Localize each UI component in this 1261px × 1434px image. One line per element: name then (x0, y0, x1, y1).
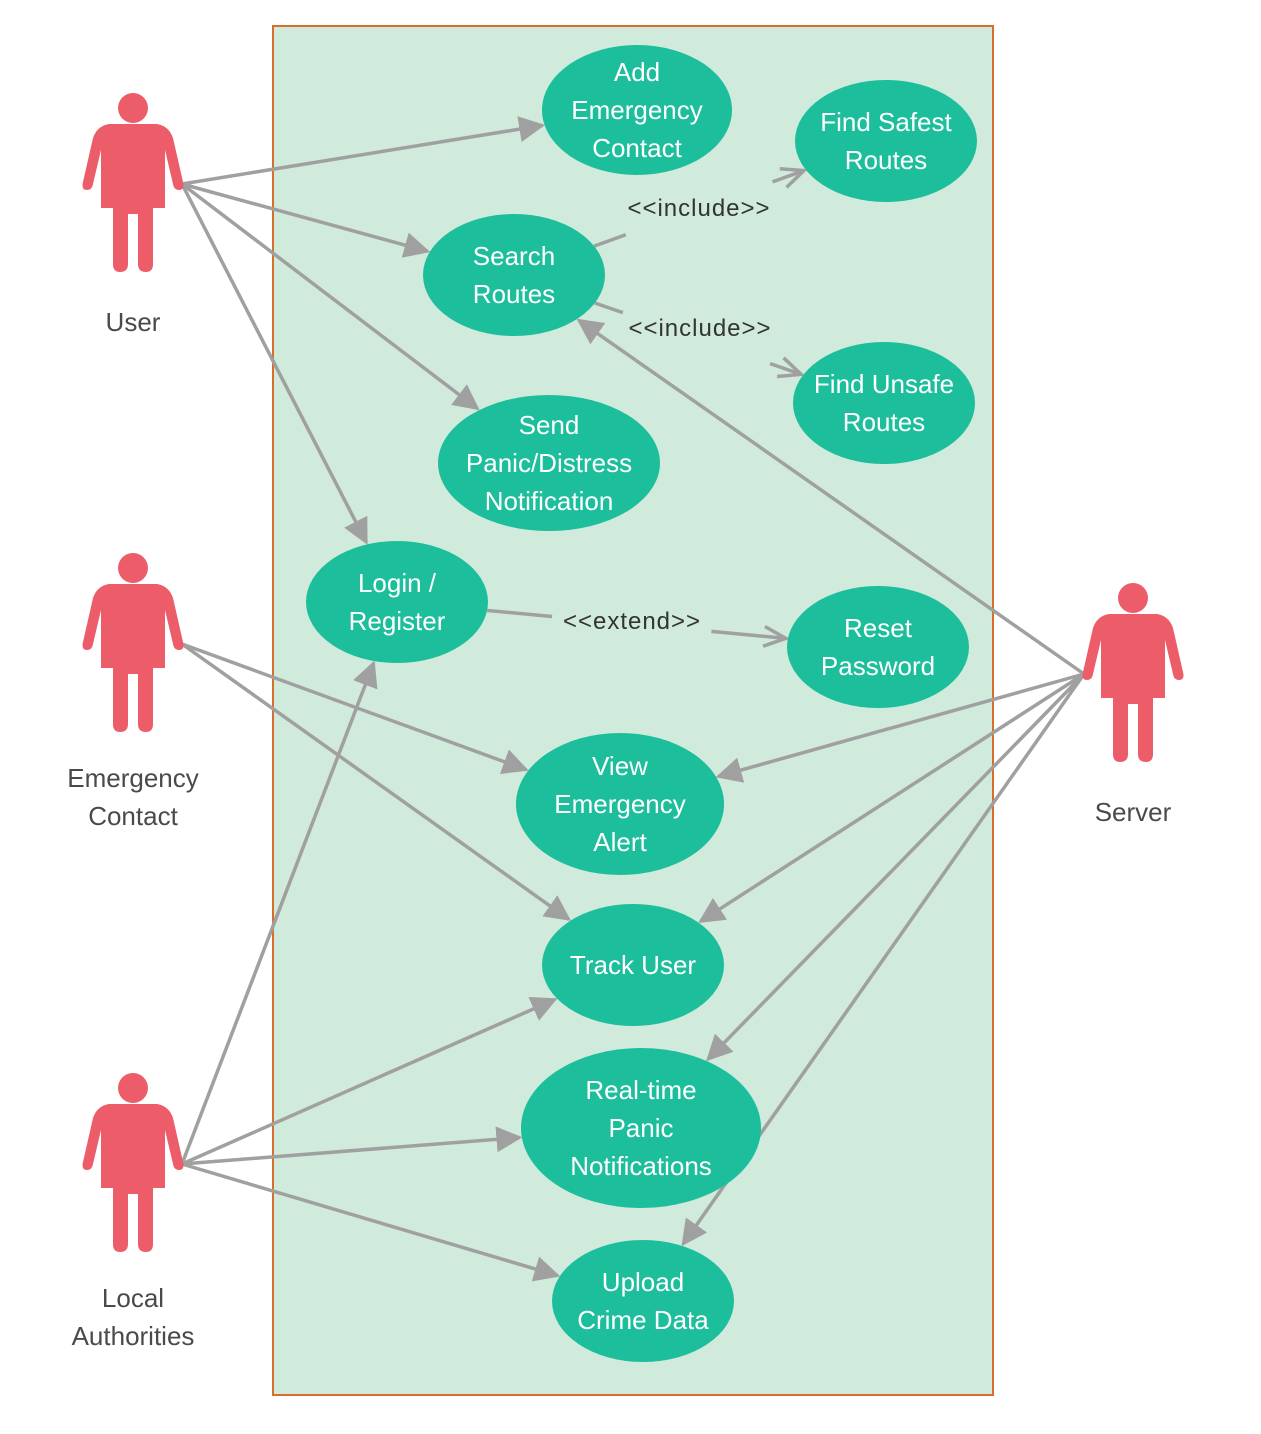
use-case-label: Routes (843, 407, 925, 437)
actor-server[interactable]: Server (1082, 583, 1184, 827)
include-unsafe-line-end (769, 361, 802, 377)
use-case-label: Panic (608, 1113, 673, 1143)
actor-head (1118, 583, 1148, 613)
extend-reset-label: <<extend>> (563, 608, 701, 635)
use-case-ellipse[interactable] (516, 733, 724, 875)
association-local-authorities-to-realtime-panic (181, 1126, 523, 1166)
use-case-label: Notification (485, 486, 614, 516)
actor-head (118, 1073, 148, 1103)
use-case-ellipse[interactable] (438, 395, 660, 531)
use-case-label: Emergency (571, 95, 703, 125)
include-unsafe-line-start (594, 301, 624, 315)
use-case-label: Routes (845, 145, 927, 175)
actor-label: Authorities (72, 1321, 195, 1351)
actor-body (82, 1104, 184, 1252)
use-case-label: Crime Data (577, 1305, 709, 1335)
actor-label: User (106, 307, 161, 337)
use-case-label: Emergency (554, 789, 686, 819)
include-safest-line-start (593, 233, 627, 248)
use-case-label: Upload (602, 1267, 684, 1297)
actor-body (1082, 614, 1184, 762)
actor-label: Contact (88, 801, 178, 831)
use-case-label: Find Unsafe (814, 369, 954, 399)
association-user-to-add-emergency-contact (181, 116, 546, 186)
include-safest-label: <<include>> (627, 195, 770, 222)
include-unsafe-label: <<include>> (628, 315, 771, 342)
use-case-ellipse[interactable] (521, 1048, 761, 1208)
include-safest-arrowhead (779, 166, 808, 189)
association-local-authorities-to-track-user (181, 996, 558, 1166)
use-case-label: Search (473, 241, 555, 271)
use-case-label: Register (349, 606, 446, 636)
actor-user[interactable]: User (82, 93, 184, 337)
association-emergency-contact-to-track-user (180, 642, 572, 921)
actor-label: Local (102, 1283, 164, 1313)
relation-lines: <<include>> <<include>> <<extend>> (486, 166, 808, 648)
extend-reset-arrowhead (762, 624, 791, 648)
actors: UserEmergencyContactLocalAuthoritiesServ… (67, 93, 1184, 1351)
use-case-label: Password (821, 651, 935, 681)
association-user-to-login-register (180, 183, 368, 545)
actor-label: Emergency (67, 763, 199, 793)
association-user-to-send-panic (180, 182, 480, 411)
use-case-label: Panic/Distress (466, 448, 632, 478)
use-case-label: Notifications (570, 1151, 712, 1181)
use-case-label: Add (614, 57, 660, 87)
association-server-to-view-emergency-alert (715, 672, 1085, 783)
association-lines (180, 116, 1086, 1282)
extend-reset-line-end (711, 629, 787, 641)
use-case-label: Login / (358, 568, 437, 598)
use-case-label: Real-time (585, 1075, 696, 1105)
use-case-ellipse[interactable] (542, 904, 724, 1026)
association-emergency-contact-to-view-emergency-alert (181, 642, 529, 774)
association-server-to-search-routes (576, 318, 1086, 676)
actor-label: Server (1095, 797, 1172, 827)
use-case-label: Contact (592, 133, 682, 163)
use-case-ellipse[interactable] (795, 80, 977, 202)
extend-reset-line-start (486, 608, 553, 619)
use-case-ellipse[interactable] (787, 586, 969, 708)
actor-body (82, 584, 184, 732)
association-local-authorities-to-upload-crime-data (181, 1162, 561, 1282)
actor-body (82, 124, 184, 272)
include-unsafe-arrowhead (776, 356, 806, 379)
use-case-ellipse[interactable] (793, 342, 975, 464)
use-case-ellipse[interactable] (423, 214, 605, 336)
use-case-label: Find Safest (820, 107, 952, 137)
include-safest-line-end (771, 168, 805, 184)
use-case-label: Routes (473, 279, 555, 309)
association-user-to-search-routes (181, 182, 431, 258)
association-local-authorities-to-login-register (180, 660, 378, 1165)
use-case-ellipse[interactable] (542, 45, 732, 175)
use-case-label: Alert (593, 827, 647, 857)
use-case-label: Reset (844, 613, 913, 643)
actor-head (118, 553, 148, 583)
use-case-label: Send (519, 410, 580, 440)
use-case-login-register[interactable]: Login / Register (306, 541, 488, 663)
association-server-to-realtime-panic (706, 672, 1086, 1062)
use-case-ellipse[interactable] (306, 541, 488, 663)
use-case-label: View (592, 751, 648, 781)
use-case-label: Track User (570, 950, 696, 980)
actor-head (118, 93, 148, 123)
use-case-track-user[interactable]: Track User (542, 904, 724, 1026)
use-case-ellipse[interactable] (552, 1240, 734, 1362)
association-server-to-track-user (698, 672, 1085, 924)
